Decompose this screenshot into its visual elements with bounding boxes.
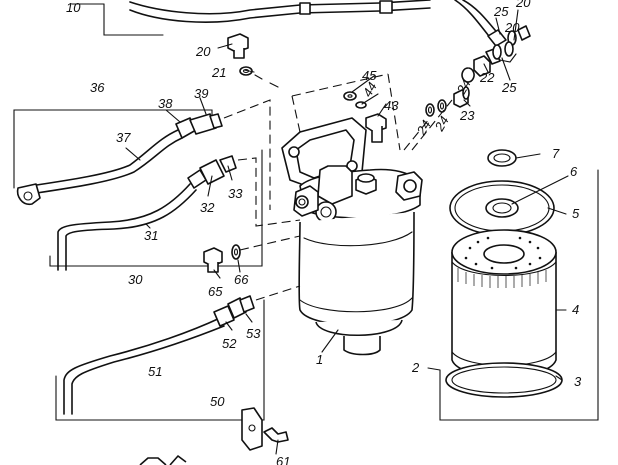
- group-2-bracket: [427, 169, 599, 421]
- label-30: 30: [128, 272, 143, 287]
- label-50: 50: [210, 394, 225, 409]
- ring-7: [487, 149, 517, 167]
- leader-lines: [125, 9, 569, 455]
- label-32: 32: [200, 200, 215, 215]
- label-53: 53: [246, 326, 261, 341]
- label-4: 4: [572, 302, 579, 317]
- label-65: 65: [208, 284, 223, 299]
- bolt-43-washers-44-45: [343, 91, 387, 143]
- label-20b: 20: [504, 20, 520, 35]
- bolt-20-and-washer-21: [227, 33, 279, 88]
- label-51: 51: [148, 364, 162, 379]
- label-6: 6: [570, 164, 578, 179]
- label-44: 44: [360, 79, 380, 99]
- part-number-labels: 10 20 25 20 20 21 22 25 24 24 24 23 45 4…: [66, 0, 582, 465]
- label-33: 33: [228, 186, 243, 201]
- ring-3: [445, 362, 563, 398]
- bracket-61: [139, 407, 289, 465]
- label-25b: 25: [501, 80, 517, 95]
- right-fittings: [403, 41, 517, 151]
- bolt-65-washer-66: [203, 235, 301, 273]
- label-3: 3: [574, 374, 582, 389]
- label-36: 36: [90, 80, 105, 95]
- label-61: 61: [276, 454, 290, 465]
- label-38: 38: [158, 96, 173, 111]
- label-5: 5: [572, 206, 580, 221]
- label-52: 52: [222, 336, 237, 351]
- filter-head: [281, 73, 423, 223]
- label-20a: 20: [515, 0, 531, 10]
- label-25a: 25: [493, 4, 509, 19]
- label-2: 2: [411, 360, 420, 375]
- filter-bowl-1: [298, 211, 415, 356]
- label-24a: 24: [453, 76, 474, 97]
- filter-element-4: [451, 229, 557, 378]
- label-23: 23: [459, 108, 475, 123]
- gasket-5-seal-6: [449, 180, 555, 236]
- label-10: 10: [66, 0, 81, 15]
- pipe-assembly-50: [55, 285, 301, 421]
- label-31: 31: [144, 228, 158, 243]
- pipe-assembly-30: [49, 149, 301, 271]
- label-24c: 24: [431, 113, 452, 134]
- pipe-10: [71, 0, 531, 47]
- label-43: 43: [384, 98, 399, 113]
- pipe-assembly-36: [13, 99, 271, 210]
- label-21: 21: [211, 65, 226, 80]
- label-66: 66: [234, 272, 249, 287]
- label-22: 22: [479, 70, 495, 85]
- label-20c: 20: [195, 44, 211, 59]
- label-24b: 24: [413, 117, 434, 138]
- label-39: 39: [194, 86, 208, 101]
- label-1: 1: [316, 352, 323, 367]
- label-7: 7: [552, 146, 560, 161]
- label-45: 45: [362, 68, 377, 83]
- label-37: 37: [116, 130, 131, 145]
